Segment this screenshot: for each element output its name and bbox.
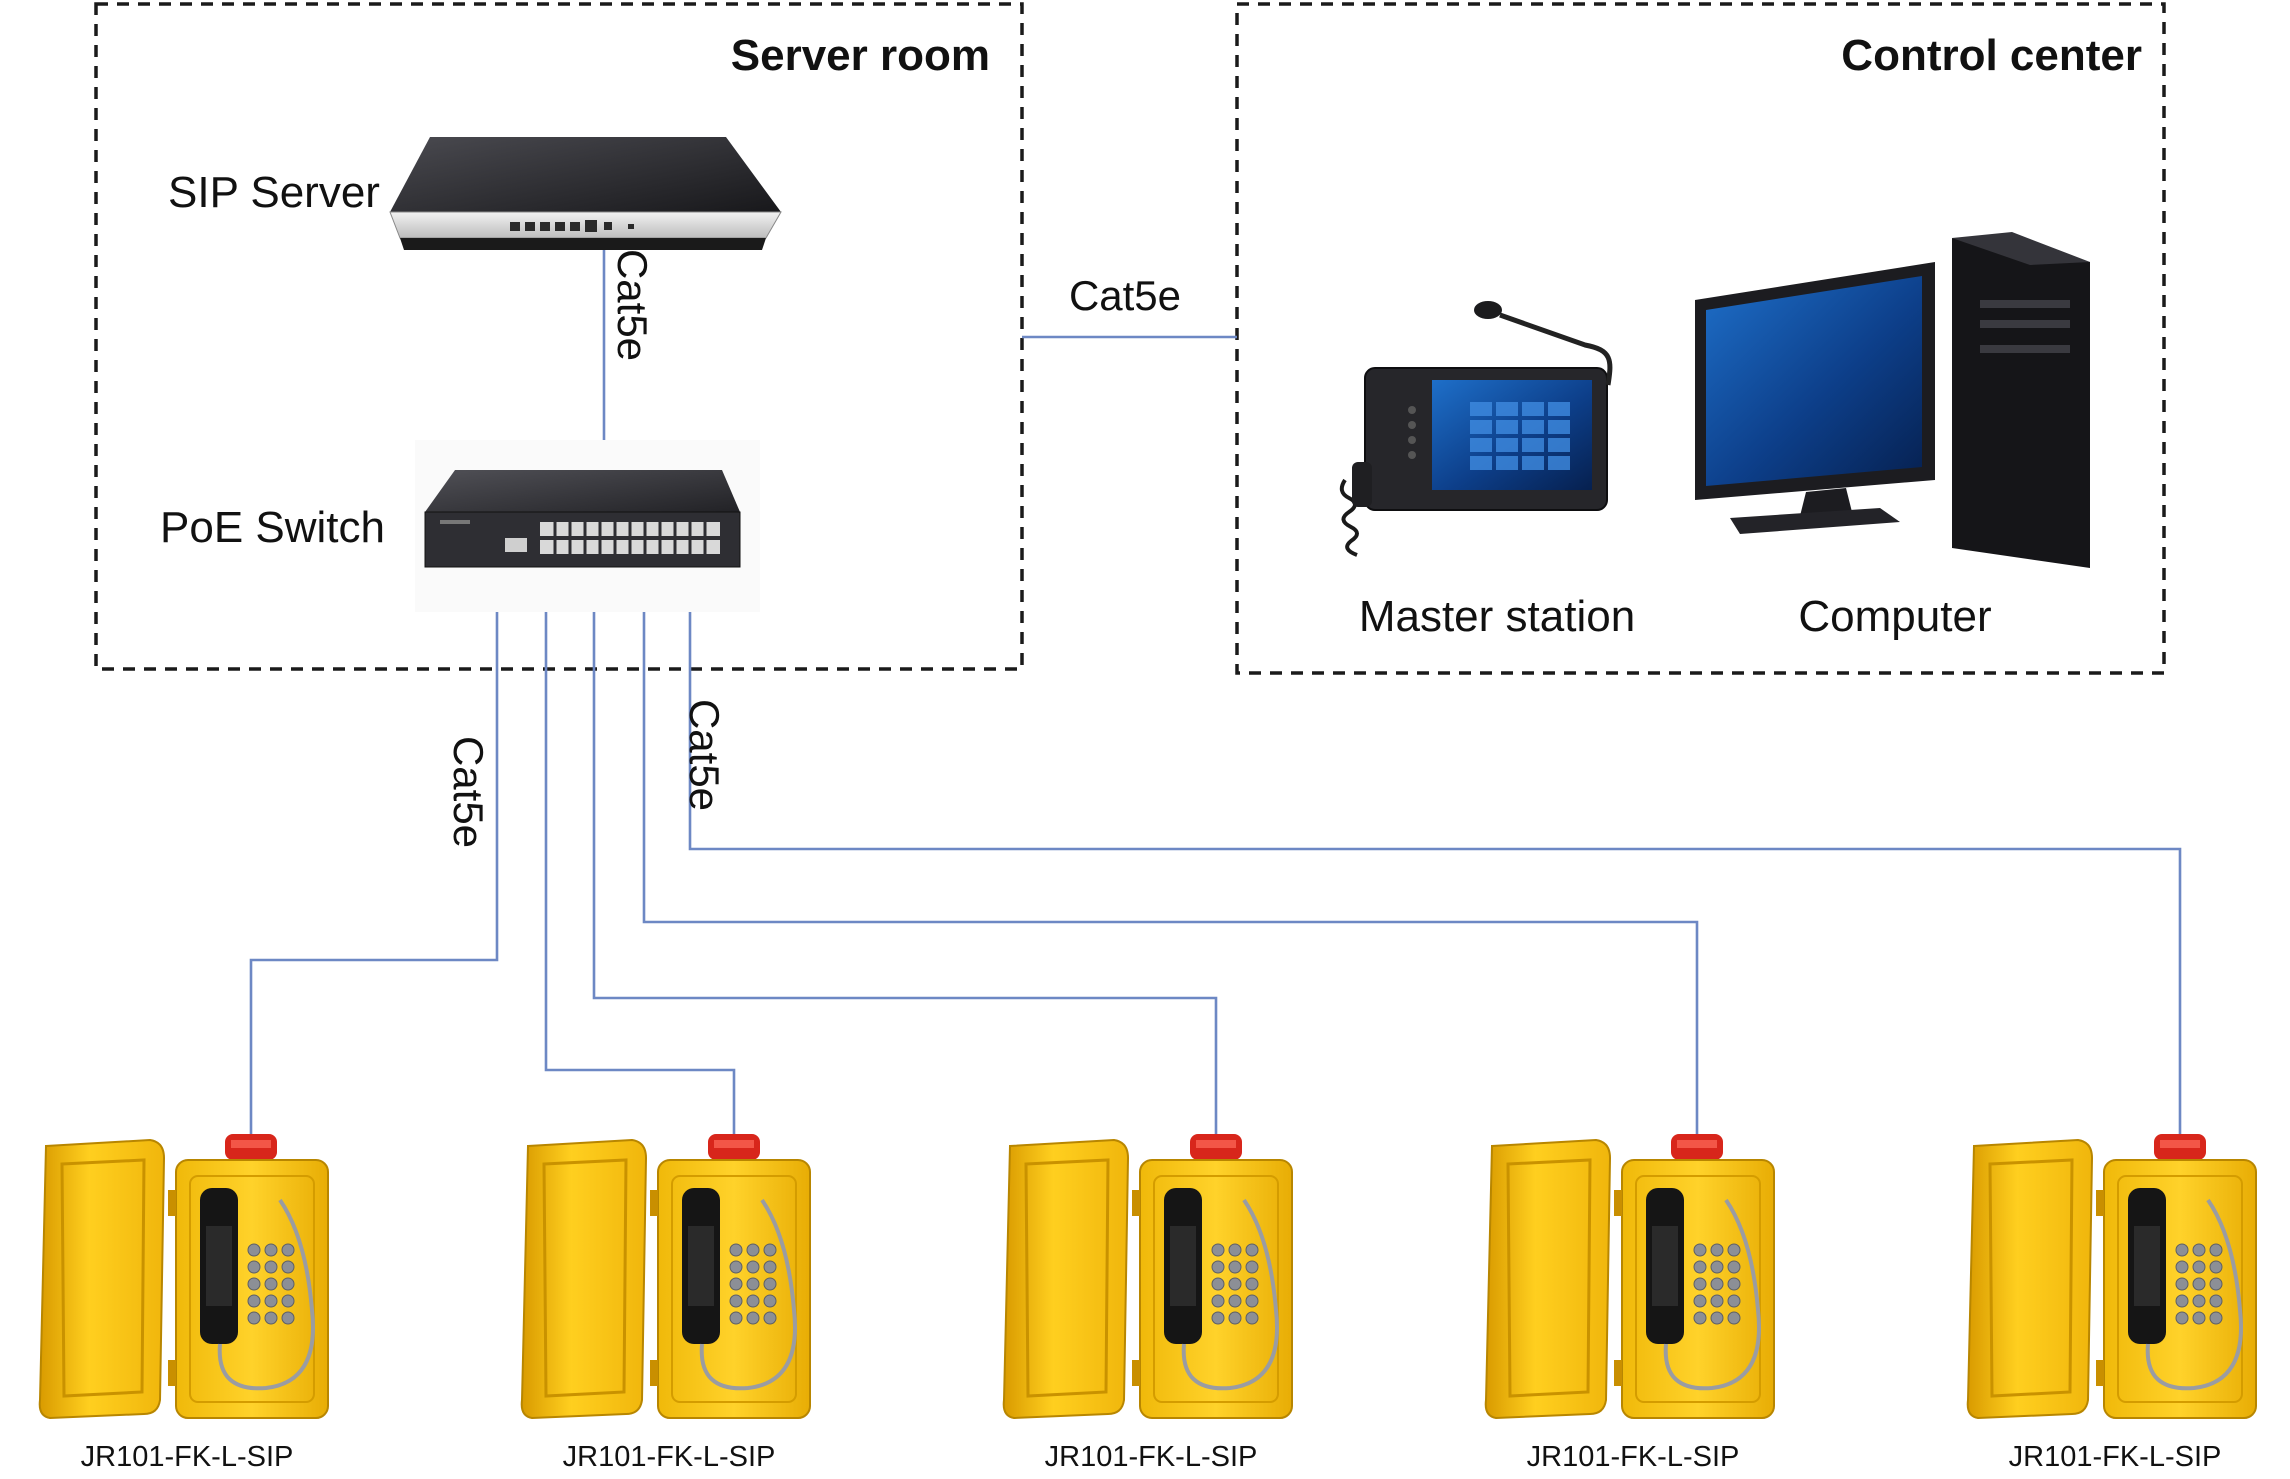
keypad-icon — [2175, 1243, 2223, 1325]
master-station-device — [1339, 301, 1613, 557]
sip-phone-5: JR101-FK-L-SIP — [1966, 1134, 2257, 1473]
cable-label-phones-left: Cat5e — [445, 736, 492, 848]
master-station-label: Master station — [1359, 592, 1635, 641]
cables — [249, 250, 2182, 1140]
keypad-icon — [729, 1243, 777, 1325]
computer-label: Computer — [1798, 592, 1991, 641]
sip-phone-2: JR101-FK-L-SIP — [520, 1134, 811, 1473]
server-room-title: Server room — [731, 31, 990, 80]
phone-model-label: JR101-FK-L-SIP — [81, 1441, 294, 1473]
sip-phone-3: JR101-FK-L-SIP — [1002, 1134, 1293, 1473]
cable-switch-phone-2 — [544, 592, 736, 1140]
phone-model-label: JR101-FK-L-SIP — [1527, 1441, 1740, 1473]
sip-server-label: SIP Server — [168, 168, 380, 217]
cable-label-server-switch: Cat5e — [609, 249, 656, 361]
phone-model-label: JR101-FK-L-SIP — [1045, 1441, 1258, 1473]
sip-phone-4: JR101-FK-L-SIP — [1484, 1134, 1775, 1473]
cable-switch-phone-4 — [642, 592, 1699, 1140]
keypad-icon — [247, 1243, 295, 1325]
control-center-zone — [1235, 2, 2166, 675]
cable-switch-phone-5 — [688, 592, 2182, 1140]
computer-device — [1695, 232, 2090, 568]
control-center-title: Control center — [1841, 31, 2142, 80]
phones-row: JR101-FK-L-SIP JR101-FK-L-SIP JR101-FK-L-S… — [38, 1134, 2257, 1473]
phone-model-label: JR101-FK-L-SIP — [563, 1441, 776, 1473]
poe-switch-label: PoE Switch — [160, 503, 385, 552]
sip-phone-1: JR101-FK-L-SIP — [38, 1134, 329, 1473]
keypad-icon — [1693, 1243, 1741, 1325]
server-room-zone — [94, 2, 1024, 671]
poe-switch-device — [415, 440, 760, 612]
cable-switch-phone-3 — [592, 592, 1218, 1140]
phone-model-label: JR101-FK-L-SIP — [2009, 1441, 2222, 1473]
sip-server-device — [389, 137, 782, 250]
cable-switch-phone-1 — [249, 592, 499, 1140]
cable-label-phones-right: Cat5e — [681, 699, 728, 811]
cable-label-server-control: Cat5e — [1069, 272, 1181, 319]
keypad-icon — [1211, 1243, 1259, 1325]
